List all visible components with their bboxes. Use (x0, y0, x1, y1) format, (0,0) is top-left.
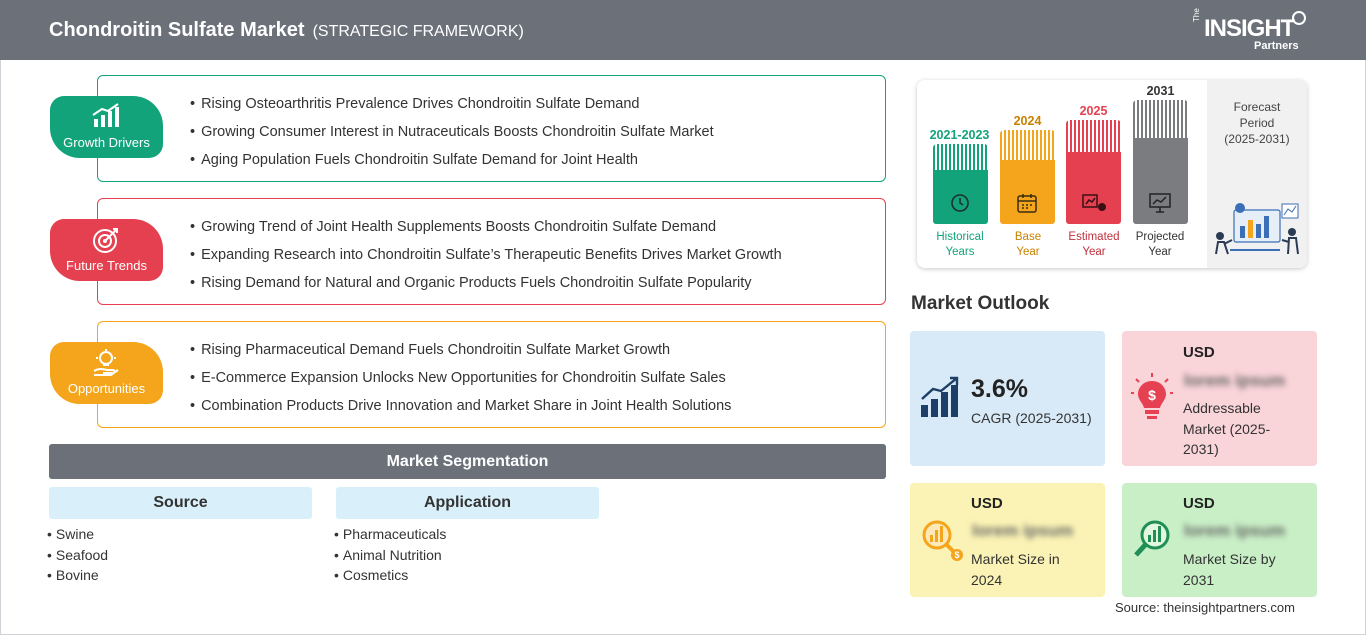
growth-drivers-label: Growth Drivers (63, 135, 150, 150)
growth-chart-icon (921, 376, 959, 417)
size-2031-value: lorem ipsum (1184, 521, 1286, 540)
market-size-2024-card: USD lorem ipsum Market Size in 2024 $ (910, 483, 1105, 597)
growth-magnifier-icon (1134, 520, 1170, 557)
source-segment-header: Source (49, 487, 312, 519)
future-trends-badge: Future Trends (50, 219, 163, 281)
size-2031-label: Market Size by 2031 (1183, 551, 1276, 588)
estimated-year-label: 2025 (1079, 104, 1108, 118)
future-trends-panel: Growing Trend of Joint Health Supplement… (97, 198, 886, 305)
list-item: Combination Products Drive Innovation an… (190, 397, 731, 425)
size-2024-currency: USD (971, 495, 1003, 512)
historical-bar (933, 144, 988, 224)
growth-drivers-badge: Growth Drivers (50, 96, 163, 158)
opportunities-panel: Rising Pharmaceutical Demand Fuels Chond… (97, 321, 886, 428)
list-item: Growing Consumer Interest in Nutraceutic… (190, 123, 714, 151)
history-clock-icon (951, 194, 969, 212)
list-item: Rising Pharmaceutical Demand Fuels Chond… (190, 341, 731, 369)
svg-text:$: $ (954, 550, 959, 560)
estimated-bar (1066, 120, 1121, 224)
estimate-icon (1082, 194, 1106, 211)
page-title: Chondroitin Sulfate Market(STRATEGIC FRA… (49, 19, 524, 41)
money-bulb-icon: $ (1131, 373, 1173, 419)
list-item: Expanding Research into Chondroitin Sulf… (190, 246, 782, 274)
list-item: E-Commerce Expansion Unlocks New Opportu… (190, 369, 731, 397)
calendar-icon (1017, 194, 1037, 213)
base-bar (1000, 130, 1055, 224)
list-item: Animal Nutrition (334, 547, 446, 568)
money-magnifier-icon: $ (922, 520, 963, 561)
cagr-label: CAGR (2025-2031) (971, 410, 1092, 426)
market-outlook-title: Market Outlook (911, 293, 1050, 314)
market-size-2031-card: USD lorem ipsum Market Size by 2031 (1122, 483, 1317, 597)
opportunities-badge: Opportunities (50, 342, 163, 404)
size-2031-currency: USD (1183, 495, 1215, 512)
list-item: Bovine (47, 567, 108, 588)
analytics-illustration-icon (1215, 203, 1299, 255)
list-item: Pharmaceuticals (334, 526, 447, 547)
future-trends-label: Future Trends (66, 258, 147, 273)
size-2024-label: Market Size in 2024 (971, 551, 1060, 588)
insight-partners-logo[interactable]: The INSIGHT Partners (1192, 8, 1312, 53)
source-segment-list: Swine Seafood Bovine (47, 526, 108, 588)
application-segment-list: Pharmaceuticals Animal Nutrition Cosmeti… (334, 526, 447, 588)
list-item: Seafood (47, 547, 108, 568)
addressable-currency: USD (1183, 344, 1215, 361)
list-item: Rising Osteoarthritis Prevalence Drives … (190, 95, 714, 123)
base-year-label: 2024 (1013, 114, 1042, 128)
application-segment-header: Application (336, 487, 599, 519)
page-subtitle: (STRATEGIC FRAMEWORK) (312, 23, 524, 40)
forecast-period-text: Forecast Period (2025-2031) (1224, 100, 1290, 146)
list-item: Growing Trend of Joint Health Supplement… (190, 218, 782, 246)
list-item: Aging Population Fuels Chondroitin Sulfa… (190, 151, 714, 179)
opportunities-label: Opportunities (67, 381, 146, 396)
size-2024-value: lorem ipsum (972, 521, 1074, 540)
future-trends-list: Growing Trend of Joint Health Supplement… (190, 218, 782, 302)
list-item: Swine (47, 526, 108, 547)
market-segmentation-header: Market Segmentation (49, 444, 886, 479)
logo-ring-icon (1292, 11, 1306, 25)
addressable-label: Addressable Market (2025- 2031) (1183, 400, 1271, 457)
lightbulb-hand-icon (93, 349, 119, 376)
addressable-value: lorem ipsum (1184, 371, 1286, 390)
addressable-market-card: USD lorem ipsum Addressable Market (2025… (1122, 331, 1317, 466)
growth-drivers-panel: Rising Osteoarthritis Prevalence Drives … (97, 75, 886, 182)
svg-text:$: $ (1148, 387, 1156, 403)
projected-year-label: 2031 (1146, 84, 1175, 98)
cagr-card: 3.6% CAGR (2025-2031) (910, 331, 1105, 466)
cagr-value: 3.6% (971, 375, 1028, 403)
growth-chart-icon (92, 103, 119, 127)
growth-drivers-list: Rising Osteoarthritis Prevalence Drives … (190, 95, 714, 179)
list-item: Cosmetics (334, 567, 446, 588)
page-header: Chondroitin Sulfate Market(STRATEGIC FRA… (0, 0, 1366, 60)
source-citation: Source: theinsightpartners.com (1115, 600, 1295, 615)
projection-board-icon (1149, 193, 1171, 213)
target-icon (93, 228, 118, 253)
list-item: Rising Demand for Natural and Organic Pr… (190, 274, 782, 302)
historical-year-label: 2021-2023 (929, 128, 990, 142)
opportunities-list: Rising Pharmaceutical Demand Fuels Chond… (190, 341, 731, 425)
